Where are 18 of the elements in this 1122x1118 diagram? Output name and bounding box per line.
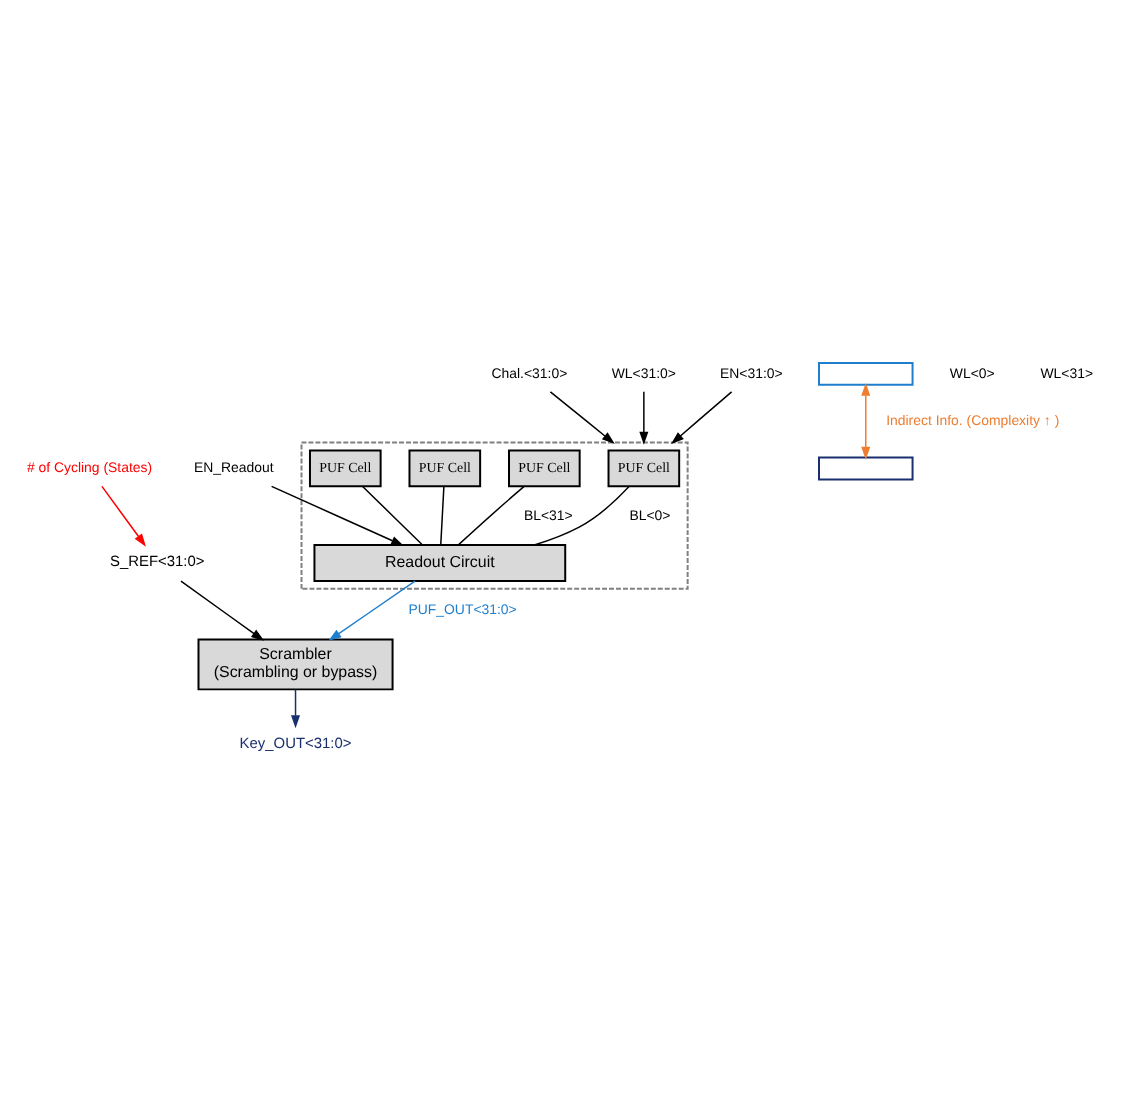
arrow xyxy=(861,382,871,460)
arrow xyxy=(270,485,404,546)
connector xyxy=(457,485,525,546)
arrow xyxy=(328,580,416,641)
node-box xyxy=(818,456,914,481)
arrow xyxy=(180,580,265,641)
arrow xyxy=(639,391,649,445)
node-box: Scrambler (Scrambling or bypass) xyxy=(197,638,394,691)
connector xyxy=(361,485,424,546)
connector xyxy=(440,485,445,546)
cluster xyxy=(300,441,689,590)
arrow xyxy=(291,688,301,729)
node-box xyxy=(818,361,914,386)
arrow xyxy=(671,391,733,445)
connector xyxy=(533,485,630,546)
arrow xyxy=(549,391,615,444)
node-box: Readout Circuit xyxy=(313,544,567,582)
arrow xyxy=(101,485,146,547)
